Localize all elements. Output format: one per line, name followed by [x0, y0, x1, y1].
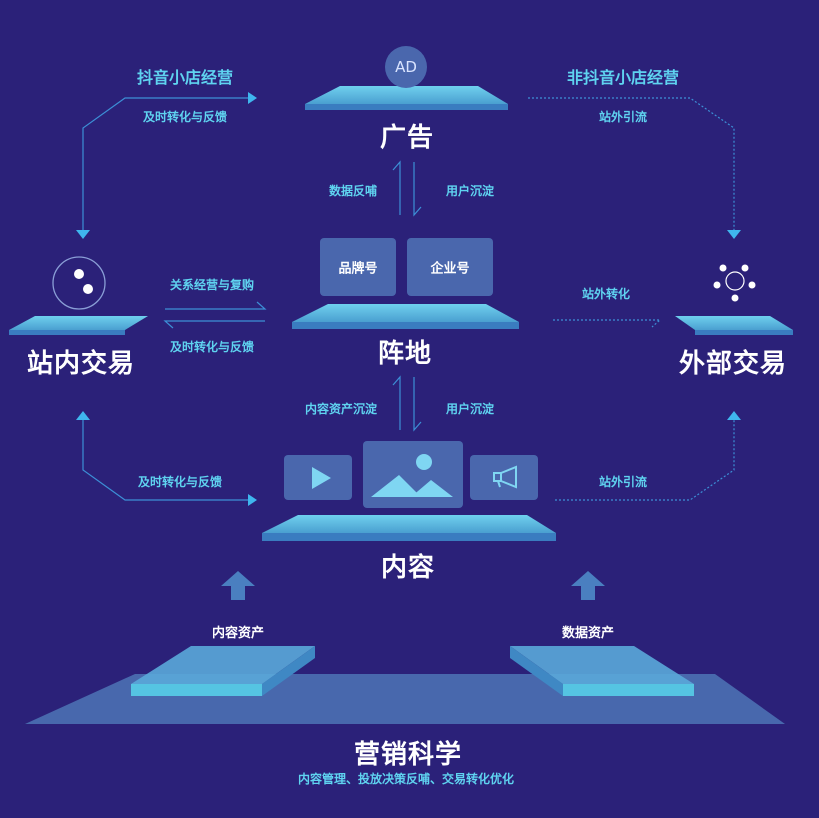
data-asset-label: 数据资产	[561, 626, 615, 641]
bottom-right-connector	[555, 420, 735, 501]
zhannei-zhendi-arrows	[163, 301, 267, 329]
content-asset-up-arrow	[221, 571, 255, 600]
waibu-down-arrowhead	[727, 230, 741, 239]
megaphone-box	[470, 455, 538, 500]
waibu-up-arrowhead	[727, 411, 741, 420]
enterprise-account-box: 企业号	[407, 238, 493, 296]
ad-badge: AD	[385, 46, 427, 88]
ad-down-label: 数据反哺	[328, 184, 378, 198]
video-box	[284, 455, 352, 500]
ad-title: 广告	[379, 123, 435, 153]
bottom-left-label: 及时转化与反馈	[137, 475, 223, 489]
yingxiao-title: 营销科学	[353, 740, 463, 770]
zhendi-title: 阵地	[377, 339, 433, 369]
ad-plate	[305, 86, 508, 110]
top-left-arrowhead	[248, 92, 257, 104]
zhannei-down-arrowhead	[76, 230, 90, 239]
neirong-title: 内容	[380, 553, 436, 583]
ad-badge-text: AD	[395, 58, 417, 76]
content-up-right-label: 用户沉淀	[445, 402, 495, 416]
image-box	[363, 441, 463, 508]
zhendi-content-arrows	[392, 375, 422, 432]
content-asset-label: 内容资产	[211, 626, 265, 641]
neirong-plate	[262, 515, 556, 541]
brand-account-label: 品牌号	[338, 261, 378, 277]
mid-left-top-label: 关系经营与复购	[169, 278, 255, 292]
bottom-right-label: 站外引流	[598, 475, 648, 489]
top-right-sub: 站外引流	[598, 110, 648, 124]
play-icon	[312, 467, 331, 489]
zhannei-up-arrowhead	[76, 411, 90, 420]
top-right-title: 非抖音小店经营	[566, 68, 680, 87]
data-asset-block	[510, 646, 694, 696]
waibu-plate	[675, 316, 793, 335]
top-right-connector	[528, 97, 735, 230]
content-asset-block	[131, 646, 315, 696]
zhannei-plate	[9, 316, 148, 335]
brand-account-box: 品牌号	[320, 238, 396, 296]
top-left-title: 抖音小店经营	[136, 68, 234, 87]
bottom-left-arrowhead	[248, 494, 257, 506]
ad-up-label: 用户沉淀	[445, 184, 495, 198]
top-left-connector	[82, 97, 248, 230]
people-icon	[52, 256, 106, 310]
ad-zhendi-arrows	[392, 160, 422, 217]
data-asset-up-arrow	[571, 571, 605, 600]
megaphone-icon	[493, 465, 517, 489]
yingxiao-subtitle: 内容管理、投放决策反哺、交易转化优化	[297, 772, 515, 786]
mid-left-bottom-label: 及时转化与反馈	[169, 340, 255, 354]
zhendi-waibu-connector	[553, 319, 662, 328]
network-icon	[713, 264, 756, 302]
waibu-title: 外部交易	[678, 349, 788, 379]
image-icon	[371, 454, 453, 497]
top-left-sub: 及时转化与反馈	[142, 110, 228, 124]
enterprise-account-label: 企业号	[430, 261, 470, 277]
mid-right-label: 站外转化	[581, 287, 631, 301]
content-up-left-label: 内容资产沉淀	[304, 402, 378, 416]
zhannei-title: 站内交易	[26, 349, 136, 379]
bottom-left-connector	[82, 420, 248, 501]
zhendi-plate	[292, 304, 519, 329]
